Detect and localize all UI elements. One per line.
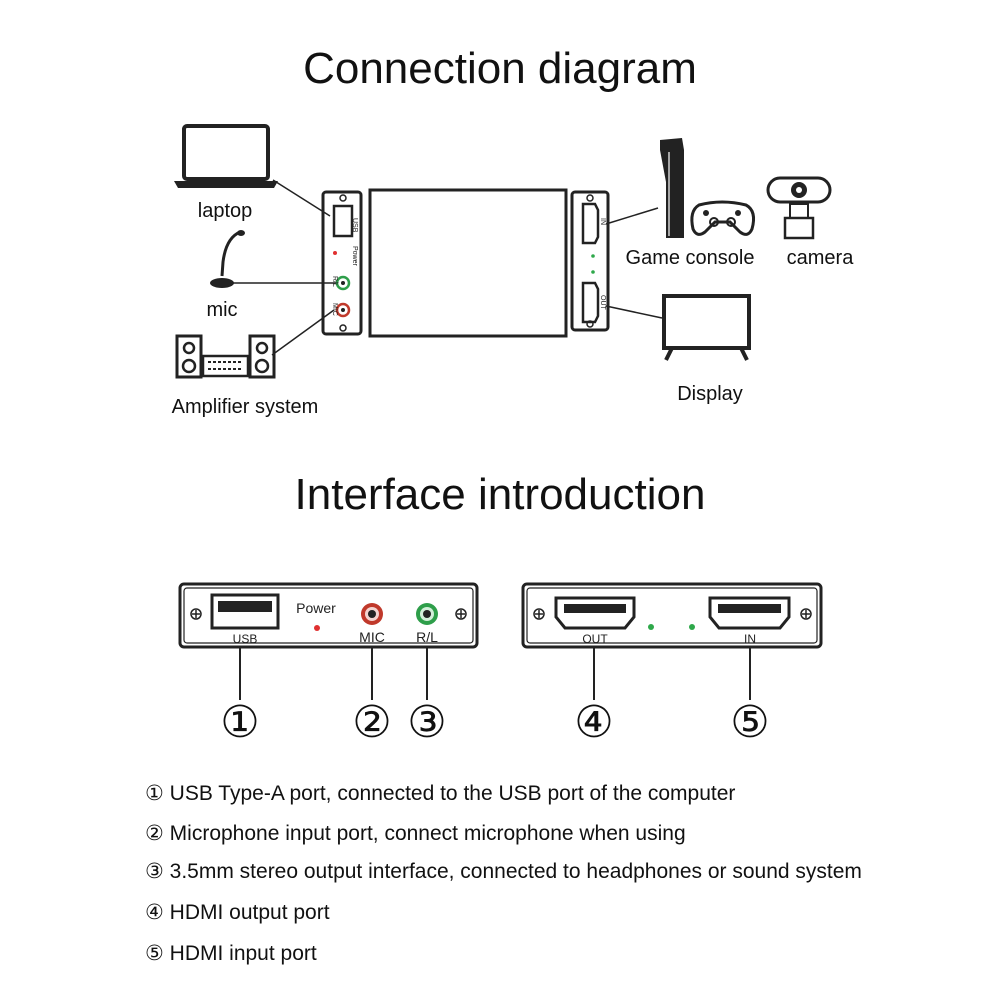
hdmi-out-port-icon [554,596,636,630]
hdmi-out-port-small [581,281,600,324]
usb-port-icon [210,593,280,630]
callout-3: ③ [407,698,446,747]
mic-jack-small [335,302,351,318]
display-label: Display [677,383,743,405]
left-panel-screw-right [455,608,467,620]
right-panel-screw-right [800,608,812,620]
usb-port-label: USB [233,632,258,646]
description-hdmi-input: ⑤ HDMI input port [145,942,317,965]
connection-diagram-title: Connection diagram [303,44,697,93]
device-left-panel [321,190,363,336]
device-body [368,188,568,338]
microphone-icon [210,230,245,288]
power-led [314,625,320,631]
power-led-small [333,251,337,255]
console-connection-line [605,207,659,225]
left-panel-power-label: Power [351,246,358,267]
hdmi-in-label: IN [744,632,756,646]
game-console-label: Game console [626,247,755,269]
camera-label: camera [787,247,855,269]
rl-jack-icon [416,603,438,625]
description-usb-port: ① USB Type-A port, connected to the USB … [145,782,736,805]
hdmi-in-port-small [581,202,600,245]
callout-4: ④ [574,698,613,747]
description-hdmi-output: ④ HDMI output port [145,901,330,924]
display-icon [662,294,751,361]
usb-port-icon [332,204,354,238]
mic-jack-icon [361,603,383,625]
laptop-label: laptop [198,200,253,222]
amplifier-icon [175,334,276,379]
hdmi-in-port-icon [708,596,791,630]
callout-5: ⑤ [730,698,769,747]
right-panel-in-label: IN [599,218,606,225]
display-connection-line [605,305,663,319]
mic-port-label: MIC [359,629,385,645]
left-panel-mic-label: MIC [331,303,338,316]
camera-icon [766,176,832,240]
left-panel-rl-label: R/L [331,276,338,287]
rl-port-label: R/L [416,629,438,645]
callout-1: ① [220,698,259,747]
laptop-connection-line [272,179,331,217]
hdmi-out-label: OUT [582,632,608,646]
amplifier-label: Amplifier system [172,396,319,418]
description-stereo-output: ③ 3.5mm stereo output interface, connect… [145,860,862,883]
status-led-left [648,624,654,630]
interface-left-panel [178,582,479,649]
right-panel-screw-left [533,608,545,620]
right-panel-out-label: OUT [599,295,606,311]
game-console-icon [660,138,755,238]
interface-introduction-title: Interface introduction [294,470,706,519]
left-panel-usb-label: USB [351,218,358,233]
description-mic-port: ② Microphone input port, connect microph… [145,822,686,845]
device-right-panel [570,190,610,332]
left-panel-screw-left [190,608,202,620]
mic-label: mic [206,299,237,321]
status-led-right [689,624,695,630]
rl-jack-small [335,275,351,291]
interface-right-panel [521,582,823,649]
callout-2: ② [352,698,391,747]
power-label: Power [296,600,336,616]
laptop-icon [174,124,278,188]
